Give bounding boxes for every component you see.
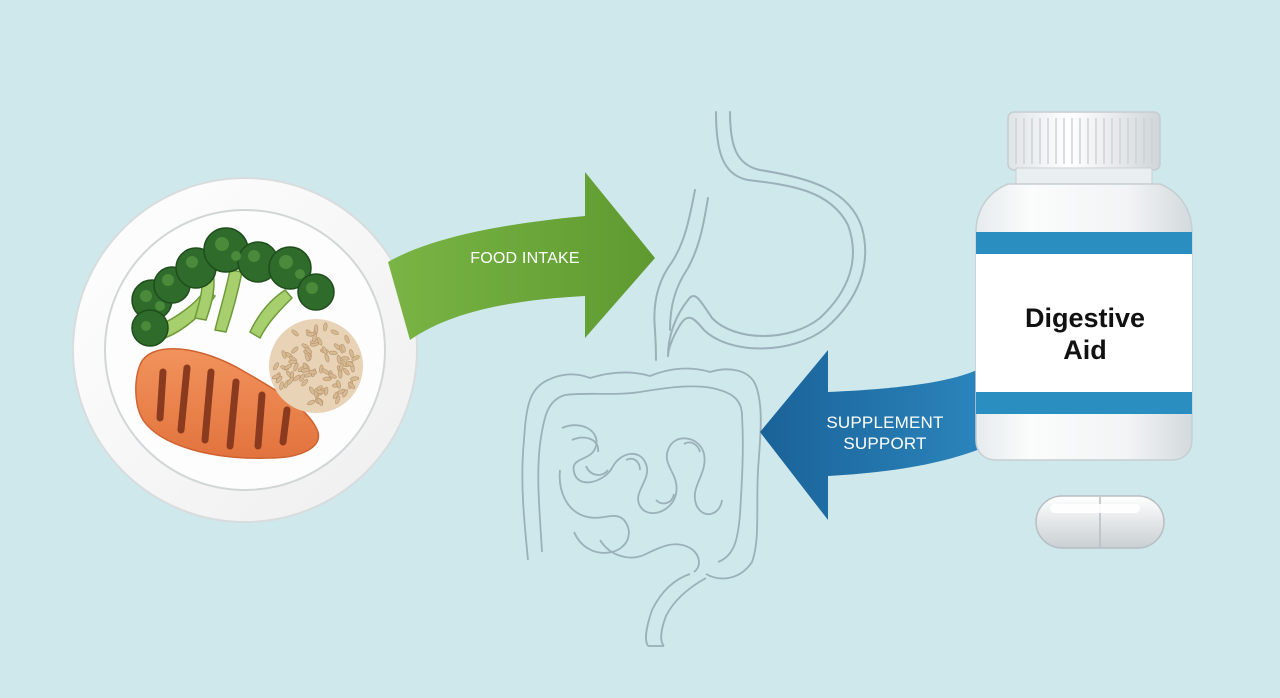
- capsule-icon: [1035, 495, 1165, 549]
- supplement-support-arrow: [760, 350, 990, 520]
- supplement-support-label-line1: SUPPLEMENT: [826, 413, 944, 432]
- food-intake-arrow: [388, 172, 655, 340]
- rice-icon: [269, 319, 363, 413]
- bottle-label-line2: Aid: [1063, 335, 1107, 365]
- broccoli-icon: [131, 227, 335, 347]
- supplement-bottle-icon: [975, 111, 1193, 461]
- food-intake-label: FOOD INTAKE: [470, 250, 580, 267]
- chicken-breast-icon: [135, 348, 320, 459]
- intestines-icon: [521, 367, 762, 647]
- bottle-label: Digestive Aid: [980, 302, 1190, 366]
- supplement-support-label-line2: SUPPORT: [843, 434, 927, 453]
- supplement-support-label: SUPPLEMENT SUPPORT: [800, 412, 970, 454]
- plate-icon: [72, 177, 418, 523]
- bottle-label-line1: Digestive: [1024, 303, 1146, 333]
- stomach-icon: [653, 111, 867, 361]
